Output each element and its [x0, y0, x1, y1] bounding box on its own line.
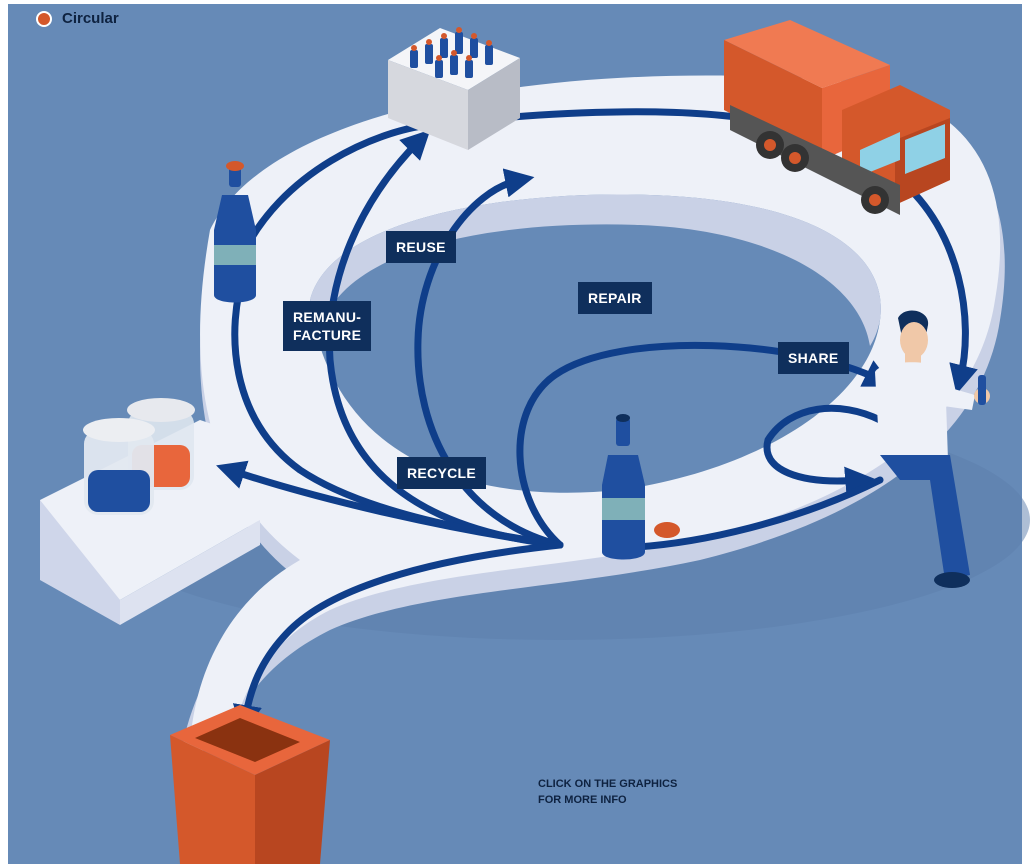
person-graphic[interactable] — [875, 310, 990, 588]
legend: Circular — [36, 10, 119, 27]
click-instruction: CLICK ON THE GRAPHICS FOR MORE INFO — [538, 776, 738, 808]
production-flow — [231, 266, 564, 549]
jar-platform-side — [40, 500, 120, 625]
share-label[interactable]: SHARE — [778, 342, 849, 374]
track-hole — [310, 194, 881, 493]
remanufacture-label[interactable]: REMANU- FACTURE — [283, 301, 372, 351]
share-loop — [763, 404, 884, 496]
bottle-production-graphic[interactable] — [214, 161, 256, 303]
reuse-label[interactable]: REUSE — [386, 231, 456, 263]
jars-graphic[interactable] — [83, 398, 195, 515]
legend-circular-label: Circular — [62, 10, 119, 27]
bottle-to-person-flow — [616, 476, 884, 552]
waste-bin-graphic[interactable] — [170, 705, 330, 864]
outer-flow-right — [896, 176, 978, 395]
remanufacture-loop — [326, 129, 564, 549]
legend-circular-dot — [36, 10, 52, 27]
bottle-crate-graphic[interactable] — [388, 27, 520, 150]
disposal-flow — [232, 541, 564, 735]
bottle-center-graphic[interactable] — [602, 414, 680, 560]
repair-label[interactable]: REPAIR — [578, 282, 652, 314]
jar-platform-front — [120, 520, 260, 625]
truck-graphic[interactable] — [724, 20, 950, 215]
reuse-loop — [414, 168, 564, 549]
recycle-label[interactable]: RECYCLE — [397, 457, 486, 489]
click-instruction-line-1: CLICK ON THE GRAPHICS — [538, 778, 678, 790]
click-instruction-line-2: FOR MORE INFO — [538, 794, 627, 806]
